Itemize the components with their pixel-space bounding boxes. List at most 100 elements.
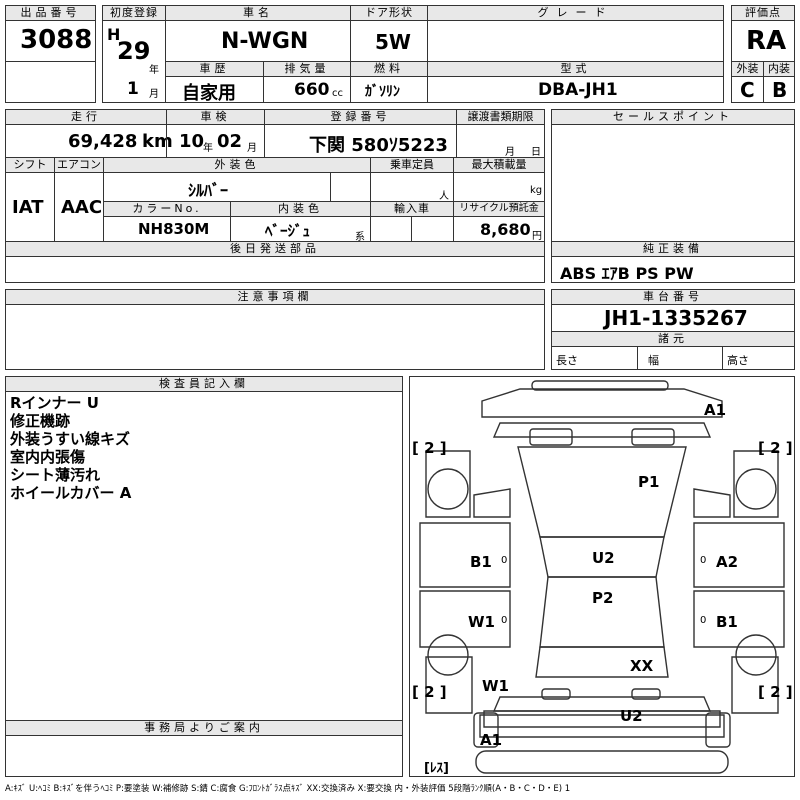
- mark-b1-right: B1: [716, 613, 738, 631]
- exterior-cell: C: [731, 76, 764, 103]
- transfer-day-unit: 日: [531, 147, 541, 158]
- color-no-cell: NH830M: [103, 216, 231, 242]
- notes-header: 注意事項欄: [5, 289, 545, 305]
- plate-header: 登録番号: [264, 109, 457, 125]
- lot-number-cell: 3088: [5, 20, 96, 62]
- spare-tire: [ﾚｽ]: [424, 761, 449, 776]
- transfer-cell: 月 日: [456, 124, 545, 158]
- ext-color-cell: ｼﾙﾊﾞｰ: [103, 172, 331, 202]
- lot-blank-cell: [5, 61, 96, 103]
- lot-number-header: 出品番号: [5, 5, 96, 21]
- history-cell: 自家用: [165, 76, 264, 104]
- grade-cell: [427, 20, 724, 62]
- mark-zero: 0: [501, 555, 508, 566]
- height-cell: 高さ: [722, 346, 795, 370]
- shift-cell: IAT: [5, 172, 55, 242]
- score-cell: RA: [731, 20, 795, 62]
- mark-u2-bottom: U2: [620, 707, 643, 725]
- door-type: 5W: [375, 30, 411, 54]
- fuel-cell: ｶﾞｿﾘﾝ: [350, 76, 428, 103]
- inspector-note: ホイールカバー A: [10, 484, 132, 502]
- height-label: 高さ: [727, 354, 749, 367]
- capacity-header: 乗車定員: [370, 157, 454, 173]
- recycle-header: リサイクル預託金: [453, 201, 545, 217]
- lot-number: 3088: [20, 25, 93, 55]
- displacement-unit: cc: [332, 88, 343, 99]
- displacement: 660: [294, 80, 330, 100]
- tire-rear-left: [ 2 ]: [412, 683, 447, 701]
- int-color-cell: ﾍﾞｰｼﾞｭ 系: [230, 216, 371, 243]
- ac: AAC: [61, 197, 103, 218]
- equipment-cell: ABS ｴｱB PS PW: [551, 256, 795, 283]
- grade-header: グレード: [427, 5, 724, 21]
- interior-header: 内装: [763, 61, 795, 77]
- exterior-grade: C: [740, 78, 755, 102]
- door-header: ドア形状: [350, 5, 428, 21]
- capacity-cell: 人: [370, 172, 454, 202]
- reg-month-unit: 月: [149, 89, 159, 100]
- ext-color-header: 外装色: [103, 157, 371, 173]
- transfer-month-unit: 月: [505, 147, 515, 158]
- chassis-number: JH1-1335267: [604, 306, 748, 330]
- ac-cell: AAC: [54, 172, 104, 242]
- inspector-note: 室内内張傷: [10, 448, 86, 466]
- reg-month: 1: [127, 79, 139, 99]
- int-color-unit: 系: [355, 232, 365, 243]
- car-diagram-frame: A1 P1 B1 0 U2 0 A2 P2 W1 0 0 B1 XX W1 U2…: [409, 376, 795, 777]
- color-no-header: カラーNo.: [103, 201, 231, 217]
- import-cell: [370, 216, 412, 242]
- recycle-amount: 8,680: [480, 220, 531, 239]
- mark-w1-left: W1: [468, 613, 495, 631]
- era: H: [107, 25, 121, 44]
- int-color: ﾍﾞｰｼﾞｭ: [265, 222, 311, 240]
- mileage: 69,428: [68, 131, 138, 152]
- sales-point-header: セールスポイント: [551, 109, 795, 125]
- inspector-note: 修正機跡: [10, 412, 71, 430]
- tire-front-right: [ 2 ]: [758, 439, 793, 457]
- inspector-header: 検査員記入欄: [5, 376, 403, 392]
- mark-zero: 0: [700, 615, 707, 626]
- fuel: ｶﾞｿﾘﾝ: [365, 84, 400, 100]
- inspection-month-unit: 月: [247, 143, 257, 154]
- mark-u2-mid: U2: [592, 549, 615, 567]
- inspector-note: 外装うすい線キズ: [10, 430, 131, 448]
- model: DBA-JH1: [538, 80, 618, 100]
- car-name-cell: N-WGN: [165, 20, 351, 62]
- width-label: 幅: [648, 354, 659, 367]
- score-header: 評価点: [731, 5, 795, 21]
- inspection-cell: 10 年 02 月: [166, 124, 265, 158]
- length-cell: 長さ: [551, 346, 638, 370]
- plate-cell: 下関 580ｿ5223: [264, 124, 457, 158]
- displacement-header: 排気量: [263, 61, 351, 77]
- interior-cell: B: [763, 76, 795, 103]
- capacity-unit: 人: [439, 191, 449, 202]
- tire-rear-right: [ 2 ]: [758, 683, 793, 701]
- car-diagram: [419, 380, 785, 774]
- mark-zero: 0: [700, 555, 707, 566]
- notes-cell: [5, 304, 545, 370]
- interior-grade: B: [772, 78, 788, 102]
- legend: A:ｷｽﾞ U:ﾍｺﾐ B:ｷｽﾞを伴うﾍｺﾐ P:要塗装 W:補修跡 S:錆 …: [5, 784, 571, 794]
- history: 自家用: [182, 83, 236, 104]
- reg-year-unit: 年: [149, 65, 159, 76]
- car-name-header: 車名: [165, 5, 351, 21]
- inspection-month: 02: [217, 131, 243, 152]
- chassis-header: 車台番号: [551, 289, 795, 305]
- displacement-cell: 660 cc: [263, 76, 351, 103]
- recycle-cell: 8,680 円: [453, 216, 545, 242]
- tire-front-left: [ 2 ]: [412, 439, 447, 457]
- inspector-cell: Rインナー U 修正機跡 外装うすい線キズ 室内内張傷 シート薄汚れ ホイールカ…: [5, 391, 403, 721]
- mark-zero: 0: [501, 615, 508, 626]
- model-cell: DBA-JH1: [427, 76, 724, 103]
- ext-color-blank: [330, 172, 371, 202]
- ac-header: エアコン: [54, 157, 104, 173]
- mark-a2-right: A2: [716, 553, 739, 571]
- later-parts-header: 後日発送部品: [5, 241, 545, 257]
- length-label: 長さ: [556, 354, 578, 367]
- equipment-header: 純正装備: [551, 241, 795, 257]
- ext-color: ｼﾙﾊﾞｰ: [188, 181, 229, 200]
- car-name: N-WGN: [221, 29, 309, 54]
- sales-point-cell: [551, 124, 795, 242]
- import-cell-2: [411, 216, 454, 242]
- model-header: 型式: [427, 61, 724, 77]
